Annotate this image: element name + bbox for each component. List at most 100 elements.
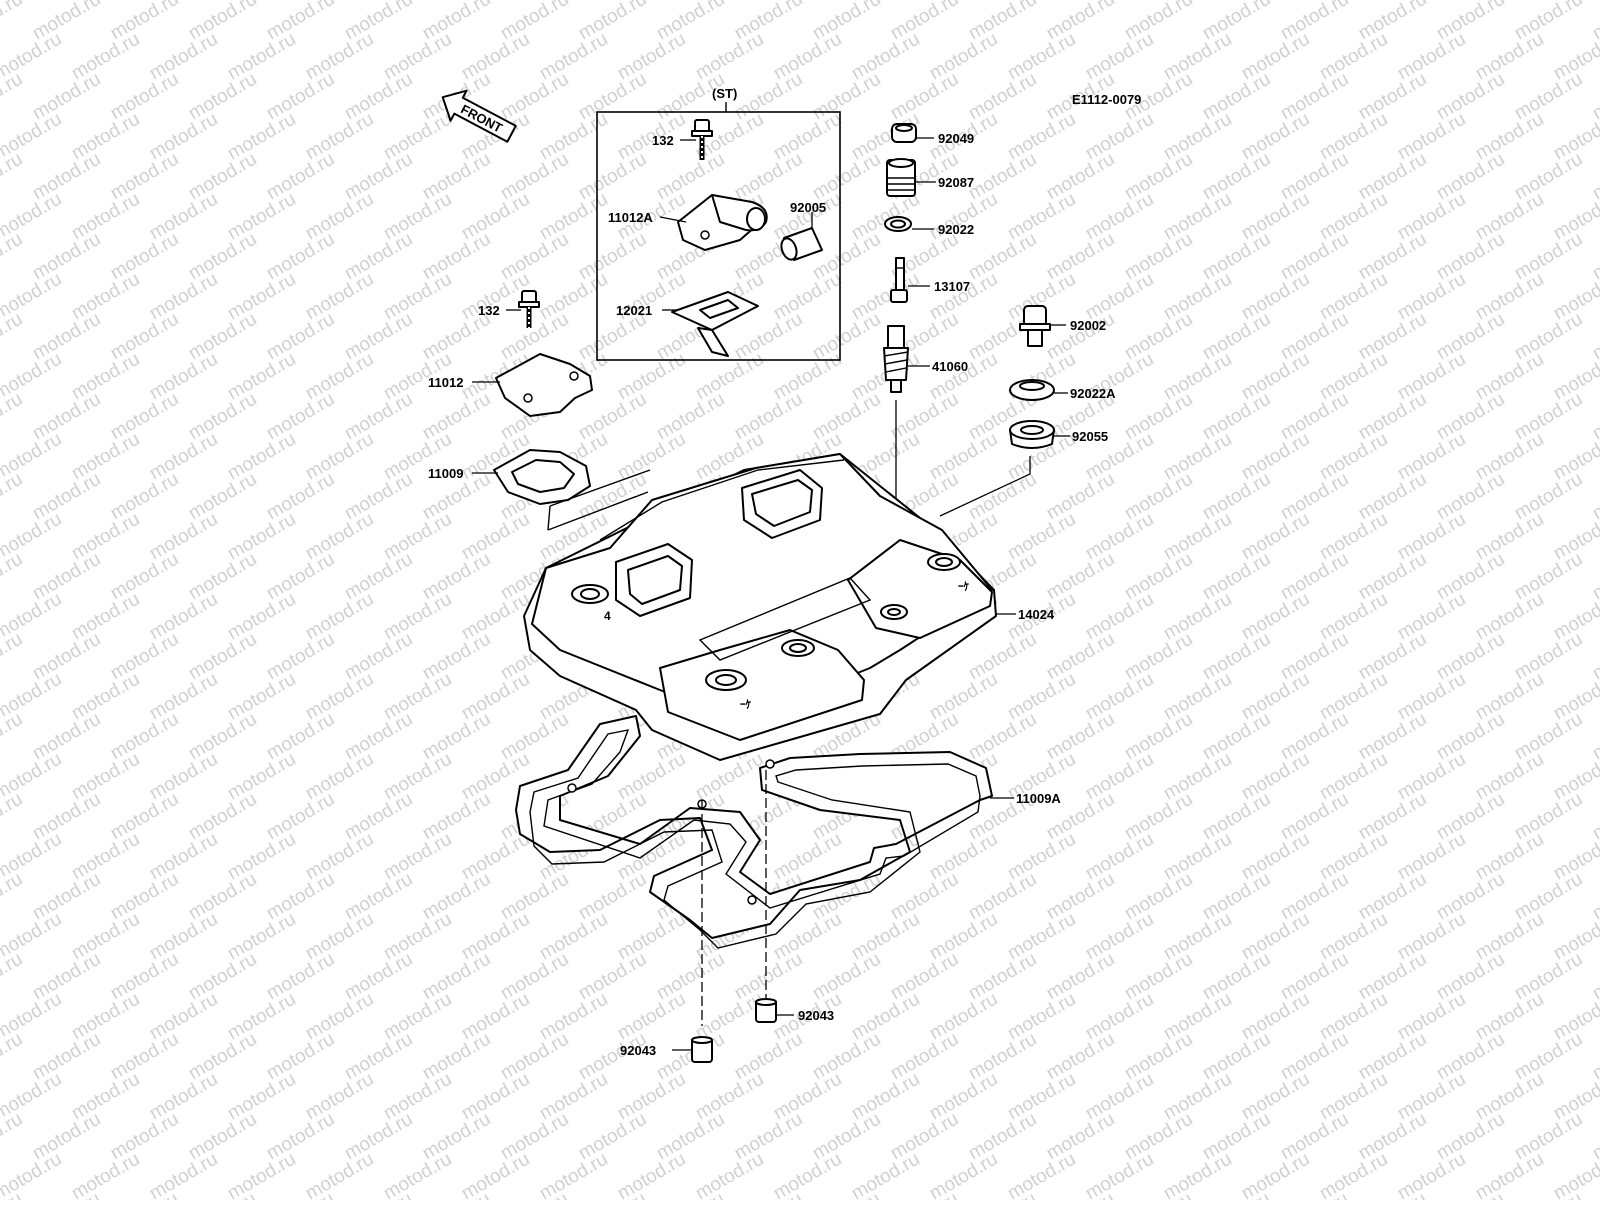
diagram-code: E1112-0079 <box>1072 92 1141 107</box>
label-11012: 11012 <box>428 375 463 390</box>
label-92043-left: 92043 <box>620 1043 656 1058</box>
watermark-text: motod.ru <box>1316 1149 1391 1200</box>
watermark-text: motod.ru <box>0 389 26 445</box>
watermark-text: motod.ru <box>146 1149 221 1200</box>
label-92022A: 92022A <box>1070 386 1116 401</box>
watermark-text: motod.ru <box>614 1149 689 1200</box>
watermark-text: motod.ru <box>731 1189 806 1200</box>
watermark-text: motod.ru <box>1589 789 1600 845</box>
label-92022: 92022 <box>938 222 974 237</box>
watermark-text: motod.ru <box>302 1149 377 1200</box>
watermark-text: motod.ru <box>458 1149 533 1200</box>
watermark-text: motod.ru <box>1121 1189 1196 1200</box>
watermark-text: motod.ru <box>1589 229 1600 285</box>
watermark-text: motod.ru <box>1082 1149 1157 1200</box>
label-132-left: 132 <box>478 303 500 318</box>
label-92087: 92087 <box>938 175 974 190</box>
watermark-text: motod.ru <box>887 1189 962 1200</box>
label-92049: 92049 <box>938 131 974 146</box>
watermark-text: motod.ru <box>0 949 26 1005</box>
watermark-text: motod.ru <box>497 1189 572 1200</box>
watermark-text: motod.ru <box>1238 1149 1313 1200</box>
label-11009: 11009 <box>428 466 463 481</box>
watermark-text: motod.ru <box>29 1189 104 1200</box>
watermark-text: motod.ru <box>1472 1149 1547 1200</box>
watermark-text: motod.ru <box>341 1189 416 1200</box>
cover-11012 <box>495 353 593 417</box>
svg-text:ｰｹ: ｰｹ <box>958 580 969 593</box>
svg-text:4: 4 <box>604 609 611 623</box>
watermark-text: motod.ru <box>0 309 26 365</box>
watermark-text: motod.ru <box>1004 1149 1079 1200</box>
gear-41060 <box>883 325 909 393</box>
watermark-text: motod.ru <box>1589 469 1600 525</box>
label-11009A: 11009A <box>1016 791 1061 806</box>
watermark-text: motod.ru <box>224 1149 299 1200</box>
watermark-text: motod.ru <box>185 1189 260 1200</box>
watermark-text: motod.ru <box>1433 1189 1508 1200</box>
watermark-text: motod.ru <box>0 0 26 44</box>
label-12021: 12021 <box>616 303 652 318</box>
bolt-132-top <box>691 119 713 160</box>
bolt-132-left <box>518 290 540 328</box>
watermark-text: motod.ru <box>380 1149 455 1200</box>
watermark-text: motod.ru <box>1589 629 1600 685</box>
sleeve-92087 <box>886 158 916 197</box>
watermark-text: motod.ru <box>1589 309 1600 365</box>
label-132-top: 132 <box>652 133 674 148</box>
watermark-text: motod.ru <box>536 1149 611 1200</box>
label-11012A: 11012A <box>608 210 653 225</box>
watermark-text: motod.ru <box>1589 1029 1600 1085</box>
label-13107: 13107 <box>934 279 970 294</box>
watermark-text: motod.ru <box>809 1189 884 1200</box>
dowel-92043-right <box>755 998 777 1023</box>
watermark-text: motod.ru <box>1589 709 1600 765</box>
watermark-text: motod.ru <box>965 1189 1040 1200</box>
label-92005: 92005 <box>790 200 826 215</box>
watermark-text: motod.ru <box>1589 0 1600 44</box>
watermark-text: motod.ru <box>1589 69 1600 125</box>
ring-92022 <box>884 216 912 232</box>
bolt-92002 <box>1019 305 1051 347</box>
watermark-text: motod.ru <box>263 1189 338 1200</box>
watermark-text: motod.ru <box>0 869 26 925</box>
watermark-text: motod.ru <box>1589 949 1600 1005</box>
watermark-text: motod.ru <box>1589 149 1600 205</box>
watermark-text: motod.ru <box>0 1109 26 1165</box>
grommet-92055 <box>1009 420 1055 449</box>
watermark-text: motod.ru <box>1043 1189 1118 1200</box>
svg-text:ｰｹ: ｰｹ <box>740 698 751 711</box>
watermark-text: motod.ru <box>653 1189 728 1200</box>
washer-92022A <box>1009 379 1055 401</box>
set-box: (ST) <box>596 86 841 361</box>
watermark-text: motod.ru <box>0 69 26 125</box>
cover-11012A <box>677 194 768 251</box>
watermark-text: motod.ru <box>1589 389 1600 445</box>
watermark-text: motod.ru <box>848 1149 923 1200</box>
cap-92049 <box>891 123 917 143</box>
watermark-text: motod.ru <box>1511 1189 1586 1200</box>
watermark-text: motod.ru <box>419 1189 494 1200</box>
label-92002: 92002 <box>1070 318 1106 333</box>
watermark-text: motod.ru <box>770 1149 845 1200</box>
watermark-text: motod.ru <box>1355 1189 1430 1200</box>
watermark-text: motod.ru <box>0 789 26 845</box>
watermark-text: motod.ru <box>1589 549 1600 605</box>
watermark-text: motod.ru <box>0 149 26 205</box>
watermark-text: motod.ru <box>0 229 26 285</box>
head-cover-14024: 4 ｰｹ ｰｹ <box>523 453 997 761</box>
watermark-text: motod.ru <box>1160 1149 1235 1200</box>
plate-12021 <box>671 291 759 357</box>
watermark-text: motod.ru <box>1589 869 1600 925</box>
watermark-text: motod.ru <box>0 709 26 765</box>
label-92055: 92055 <box>1072 429 1108 444</box>
watermark-text: motod.ru <box>0 1029 26 1085</box>
watermark-text: motod.ru <box>0 549 26 605</box>
label-92043-right: 92043 <box>798 1008 834 1023</box>
label-41060: 41060 <box>932 359 968 374</box>
watermark-text: motod.ru <box>1589 1109 1600 1165</box>
gasket-11009 <box>493 449 651 531</box>
set-label: (ST) <box>712 86 737 101</box>
dowel-92043-left <box>691 1036 713 1063</box>
